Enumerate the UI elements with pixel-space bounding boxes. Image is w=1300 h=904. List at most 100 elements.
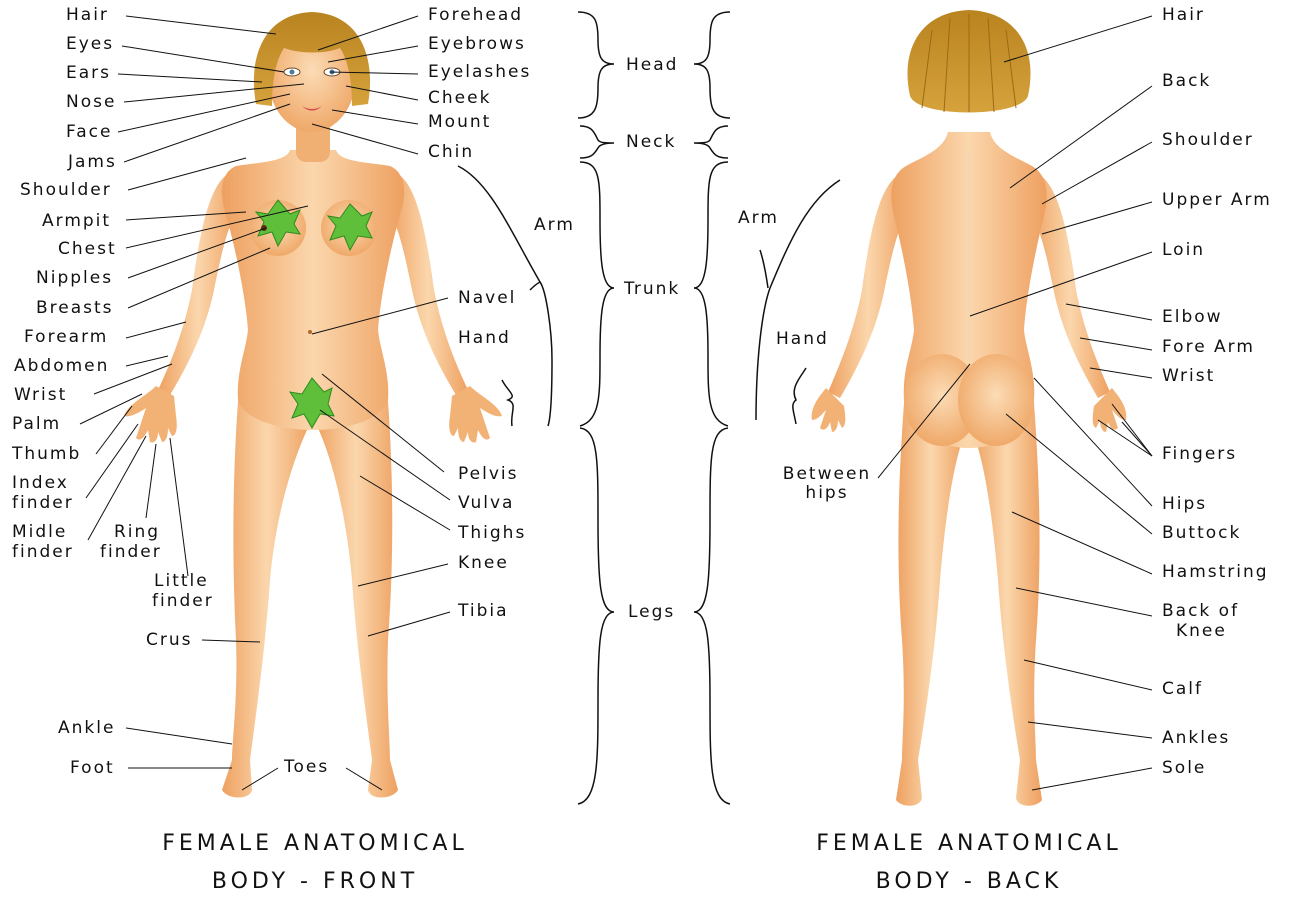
back-figure	[811, 10, 1127, 806]
front-hand-bracket	[501, 379, 514, 427]
brace-head-right	[693, 11, 731, 119]
brace-head-left	[577, 11, 615, 119]
label-back: Back	[1162, 71, 1212, 91]
front-title-line1: FEMALE ANATOMICAL	[162, 831, 468, 856]
label-toes: Toes	[284, 757, 330, 777]
label-trunk: Trunk	[624, 279, 681, 299]
label-ankle: Ankle	[58, 718, 116, 738]
label-loin: Loin	[1162, 240, 1206, 260]
brace-trunk-right	[693, 161, 729, 427]
label-ring-finder: finder	[100, 542, 162, 562]
label-abdomen: Abdomen	[14, 356, 110, 376]
label-nose: Nose	[66, 92, 117, 112]
brace-trunk-left	[579, 161, 615, 427]
label-hair: Hair	[66, 5, 109, 25]
label-neck: Neck	[626, 132, 677, 152]
label-index: Index	[12, 473, 69, 493]
label-nipples: Nipples	[36, 268, 114, 288]
label-arm-back: Arm	[738, 208, 779, 228]
label-little: Little	[154, 571, 209, 591]
back-left-leg	[896, 390, 966, 806]
label-hand-back: Hand	[776, 329, 829, 349]
back-title-line1: FEMALE ANATOMICAL	[816, 831, 1122, 856]
front-left-leg	[222, 375, 312, 798]
label-palm: Palm	[12, 414, 62, 434]
leaf-right	[326, 203, 373, 252]
label-hand-front: Hand	[458, 328, 511, 348]
label-eyelashes: Eyelashes	[428, 62, 532, 82]
front-navel	[308, 330, 312, 334]
label-little-finder: finder	[152, 591, 214, 611]
brace-neck-right	[693, 125, 729, 159]
label-armpit: Armpit	[42, 211, 112, 231]
label-midle: Midle	[12, 522, 68, 542]
label-jams: Jams	[68, 152, 117, 172]
back-right-leg	[972, 390, 1042, 806]
label-upper-arm: Upper Arm	[1162, 190, 1272, 210]
back-right-buttock	[958, 354, 1034, 446]
label-crus: Crus	[146, 630, 193, 650]
label-ring: Ring	[114, 522, 161, 542]
front-left-arm	[158, 172, 238, 395]
back-left-arm	[828, 172, 908, 398]
label-forehead: Forehead	[428, 5, 524, 25]
front-right-leg	[314, 375, 398, 798]
label-wrist-back: Wrist	[1162, 366, 1216, 386]
label-calf: Calf	[1162, 679, 1203, 699]
label-hamstring: Hamstring	[1162, 562, 1269, 582]
label-arm-front: Arm	[534, 215, 575, 235]
leader-lines	[79, 15, 1153, 791]
label-shoulder: Shoulder	[20, 180, 112, 200]
label-between: Between	[782, 464, 872, 484]
back-arm-hook	[759, 249, 769, 289]
label-ears: Ears	[66, 63, 112, 83]
label-wrist: Wrist	[14, 385, 68, 405]
front-nipple	[261, 225, 267, 231]
label-breasts: Breasts	[36, 298, 114, 318]
label-hips-back-left: hips	[805, 483, 849, 503]
front-arm-hook	[529, 281, 541, 291]
brace-neck-left	[579, 125, 615, 159]
back-title-line2: BODY - BACK	[875, 869, 1063, 894]
label-eyes: Eyes	[66, 34, 115, 54]
brace-legs-left	[577, 427, 615, 805]
label-head: Head	[626, 55, 679, 75]
label-midle-finder: finder	[12, 542, 74, 562]
front-arm-bracket	[457, 165, 553, 427]
back-hand-bracket	[792, 367, 807, 425]
label-foot: Foot	[70, 758, 115, 778]
back-arm-bracket	[755, 179, 841, 421]
back-hair-strands	[921, 14, 1017, 113]
label-eyebrows: Eyebrows	[428, 34, 526, 54]
label-sole: Sole	[1162, 758, 1207, 778]
front-mouth	[302, 106, 322, 111]
label-pelvis: Pelvis	[458, 464, 519, 484]
region-braces	[457, 11, 841, 805]
label-buttock: Buttock	[1162, 523, 1242, 543]
front-figure	[124, 12, 502, 798]
label-back-of: Back of	[1162, 601, 1240, 621]
front-right-arm	[388, 172, 468, 395]
label-thumb: Thumb	[12, 444, 82, 464]
label-face: Face	[66, 122, 113, 142]
front-left-hand	[124, 386, 177, 443]
leaf-pelvis	[288, 377, 335, 430]
label-hair-back: Hair	[1162, 5, 1205, 25]
label-forearm: Forearm	[24, 327, 109, 347]
label-knee: Knee	[458, 553, 509, 573]
label-cheek: Cheek	[428, 88, 492, 108]
label-back-of-knee: Knee	[1176, 621, 1227, 641]
label-fore-arm: Fore Arm	[1162, 337, 1255, 357]
front-title-line2: BODY - FRONT	[211, 869, 419, 894]
label-ankles: Ankles	[1162, 728, 1231, 748]
back-left-hand	[811, 388, 846, 432]
back-right-arm	[1030, 172, 1110, 398]
label-elbow: Elbow	[1162, 307, 1223, 327]
label-legs: Legs	[628, 602, 676, 622]
label-hips: Hips	[1162, 494, 1208, 514]
label-shoulder-back: Shoulder	[1162, 130, 1254, 150]
label-mount: Mount	[428, 112, 492, 132]
back-right-hand	[1092, 388, 1127, 432]
